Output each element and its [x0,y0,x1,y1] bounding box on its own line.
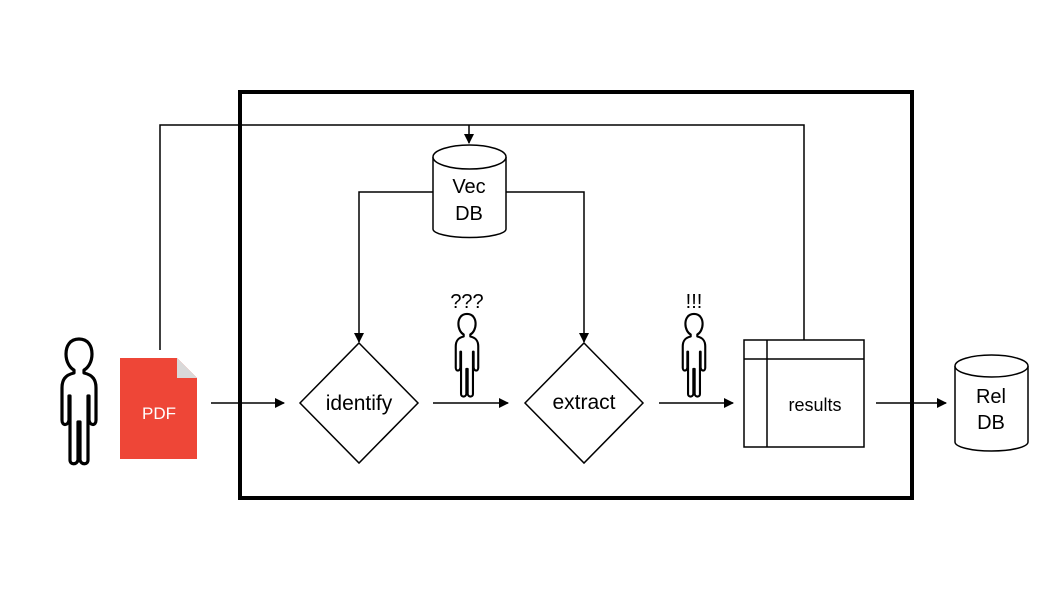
vec-db-label-line2: DB [455,203,483,225]
vecdb-to-identify-arrow [354,191,433,343]
identify-decision-diamond [298,341,420,465]
reviewer-person-icon-1 [454,312,480,398]
user-to-vecdb-connector [159,124,805,350]
rel-db-cylinder-icon [954,354,1029,452]
system-boundary-box [238,90,914,500]
pdf-file-icon [120,358,197,459]
pdf-label: PDF [142,404,176,423]
results-label: results [788,395,841,415]
vec-db-cylinder-icon [432,144,507,239]
identify-label: identify [326,392,393,415]
vecdb-to-extract-arrow [506,191,589,343]
user-person-icon [60,337,98,466]
extract-decision-diamond [523,341,645,465]
results-table-icon [743,339,865,448]
extract-label: extract [552,391,615,414]
vec-db-label-line1: Vec [452,176,485,198]
rel-db-label-line2: DB [977,412,1005,434]
question-marks-label: ??? [450,291,483,313]
exclamation-marks-label: !!! [686,291,703,313]
reviewer-person-icon-2 [681,312,707,398]
rel-db-label-line1: Rel [976,386,1006,408]
